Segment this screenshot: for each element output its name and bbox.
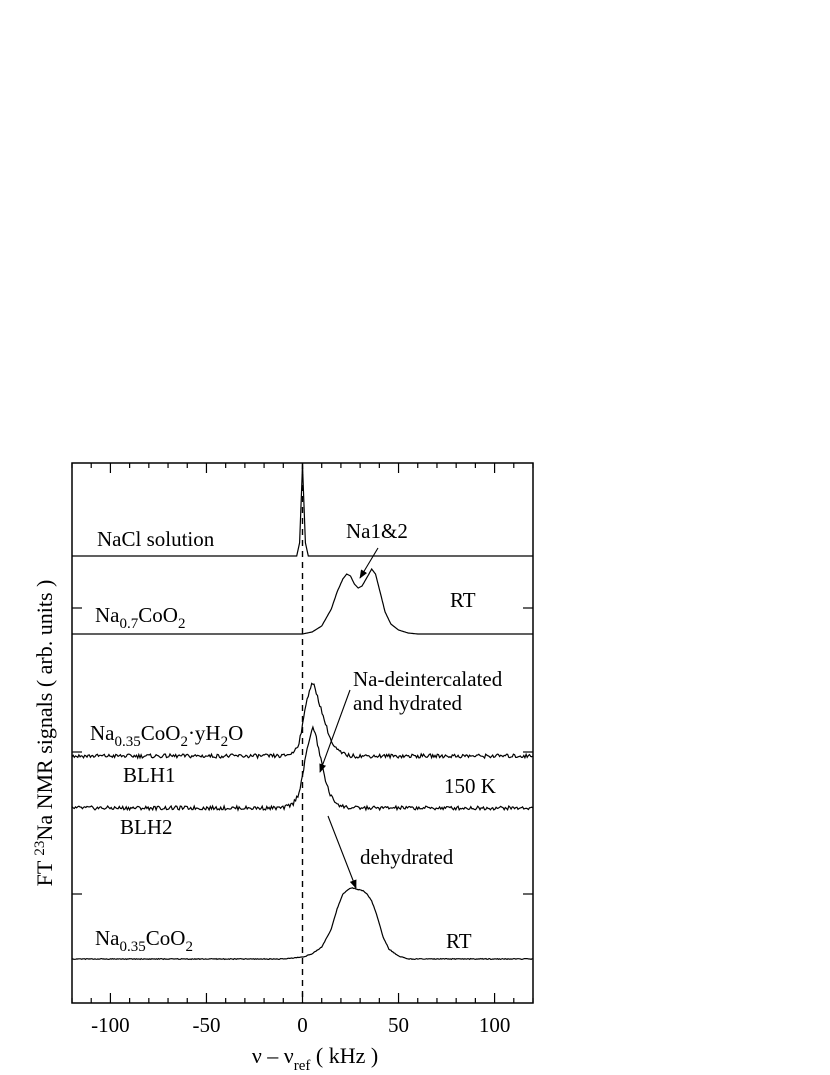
- x-tick-label: -100: [91, 1013, 130, 1037]
- annotation-1: RT: [450, 588, 476, 612]
- series-line-1: [72, 567, 533, 635]
- series-line-4: [71, 887, 533, 961]
- x-tick-label: -50: [192, 1013, 220, 1037]
- x-tick-label: 100: [479, 1013, 511, 1037]
- annotation-arrow: [359, 547, 379, 579]
- series-line-3: [71, 725, 534, 812]
- annotation-2: Na-deintercalated: [353, 667, 503, 691]
- sample-label-na035: Na0.35CoO2: [95, 926, 193, 955]
- annotation-3: and hydrated: [353, 691, 463, 715]
- x-axis-title: ν – νref ( kHz ): [252, 1043, 378, 1074]
- annotation-5: dehydrated: [360, 845, 454, 869]
- sample-label-blh2: BLH2: [120, 815, 173, 839]
- chart-texts: -100 -50 0 50 100 NaCl solutionNa0.7CoO2Na0.3…: [32, 519, 510, 1074]
- annotation-6: RT: [446, 929, 472, 953]
- sample-label-hyd: Na0.35CoO2·yH2O: [90, 721, 243, 750]
- sample-label-na07: Na0.7CoO2: [95, 603, 185, 632]
- annotation-arrow: [327, 815, 357, 889]
- annotation-arrow: [319, 689, 351, 773]
- x-tick-label: 0: [297, 1013, 308, 1037]
- axis-ticks: [71, 463, 534, 1003]
- y-axis-title: FT 23Na NMR signals ( arb. units ): [32, 580, 57, 887]
- sample-label-blh1: BLH1: [123, 763, 176, 787]
- annotation-0: Na1&2: [346, 519, 408, 543]
- x-tick-label: 50: [388, 1013, 409, 1037]
- series-line-2: [71, 682, 534, 760]
- annotation-4: 150 K: [444, 774, 496, 798]
- sample-label-nacl: NaCl solution: [97, 527, 215, 551]
